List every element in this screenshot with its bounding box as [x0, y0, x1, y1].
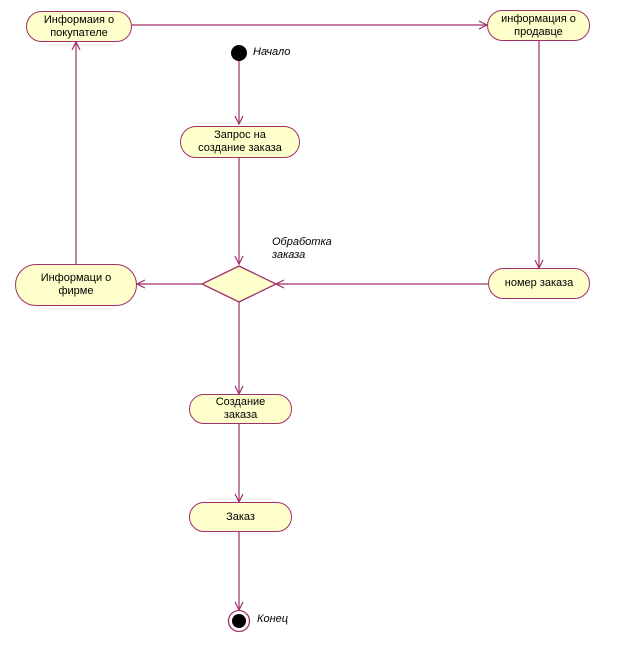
- activity-company-info: Информаци о фирме: [15, 264, 137, 306]
- decision-label: Обработка заказа: [272, 236, 332, 262]
- node-label: Заказ: [226, 510, 255, 523]
- activity-order: Заказ: [189, 502, 292, 532]
- node-label-line: фирме: [58, 285, 94, 297]
- activity-seller-info: информация о продавце: [487, 10, 590, 41]
- node-label-line: заказа: [223, 409, 258, 421]
- arrowhead: [234, 255, 244, 266]
- node-label-line: Информаия о: [43, 13, 115, 26]
- arrowhead: [234, 115, 244, 126]
- start-node: [231, 45, 247, 61]
- node-label: номер заказа: [504, 277, 574, 289]
- arrowhead: [135, 279, 146, 289]
- node-label-line: Создание: [215, 396, 266, 408]
- node-label-line: покупателе: [50, 26, 108, 39]
- start-label: Начало: [253, 46, 291, 58]
- decision-label-line: заказа: [272, 249, 306, 261]
- arrowhead: [71, 40, 81, 51]
- node-label-line: создание заказа: [198, 142, 282, 154]
- node-label-line: Информаци о: [40, 272, 112, 284]
- activity-order-request: Запрос на создание заказа: [180, 126, 300, 158]
- node-label-line: информация о: [501, 12, 576, 25]
- end-label: Конец: [257, 613, 289, 625]
- activity-create-order: Создание заказа: [189, 394, 292, 424]
- decision-label-line: Обработка: [272, 236, 332, 248]
- decision-diamond: [200, 265, 278, 303]
- activity-order-number: номер заказа: [488, 268, 590, 299]
- node-label-line: Запрос на: [214, 129, 266, 141]
- node-label-line: продавце: [514, 25, 563, 38]
- activity-customer-info: Информаия о покупателе: [26, 11, 132, 42]
- end-node-core: [232, 614, 246, 628]
